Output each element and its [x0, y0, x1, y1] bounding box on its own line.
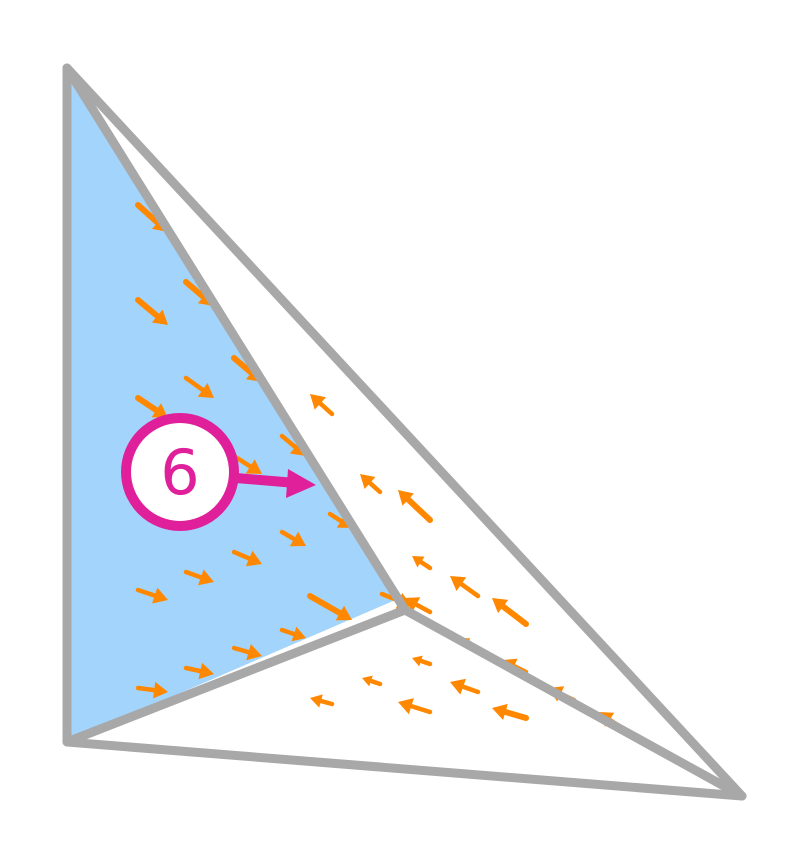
- vector-arrow-head: [492, 703, 508, 721]
- vector-arrow-head: [152, 587, 168, 604]
- outer-edges: [62, 63, 747, 801]
- edges: [62, 63, 747, 801]
- marker-circle: [121, 413, 239, 531]
- vector-arrow-head: [291, 626, 306, 642]
- vector-arrow-head: [412, 556, 425, 568]
- vector-arrow-head: [398, 490, 414, 506]
- vector-arrow-head: [492, 598, 509, 614]
- vector-arrow-head: [450, 576, 467, 591]
- vector-arrow-head: [197, 383, 214, 398]
- marker-label: 6: [160, 436, 199, 509]
- vector-arrow-head: [153, 681, 168, 699]
- marker-pointer-head: [286, 469, 316, 498]
- shaded-face: [67, 68, 400, 742]
- vector-arrow-head: [362, 675, 373, 687]
- vector-arrow-head: [404, 597, 421, 613]
- vector-arrow-head: [151, 309, 168, 325]
- vector-arrow-shaft: [307, 593, 348, 619]
- vector-arrow-head: [335, 605, 352, 621]
- marker-pointer: [231, 473, 301, 488]
- vector-arrow-head: [198, 662, 214, 680]
- vector-arrow-head: [246, 644, 262, 661]
- vector-arrow-head: [398, 698, 414, 715]
- vector-arrow-shaft: [495, 600, 529, 627]
- vector-arrow-shaft: [401, 492, 433, 523]
- vector-arrow-head: [412, 655, 423, 667]
- vector-arrow-head: [245, 459, 262, 474]
- vector-arrow-head: [245, 550, 262, 567]
- vector-arrow-head: [289, 531, 306, 547]
- vector-arrow-head: [151, 403, 168, 418]
- inner-edge-right: [400, 605, 747, 801]
- label-marker: 6: [121, 413, 316, 531]
- vector-arrow-head: [360, 474, 376, 489]
- inner-edge-left: [62, 605, 410, 747]
- vector-arrow-head: [310, 694, 323, 708]
- vector-arrow-head: [197, 569, 214, 586]
- vector-arrow-head: [450, 678, 467, 695]
- vector-arrow-head: [310, 394, 327, 410]
- inner-edge-top: [62, 63, 410, 615]
